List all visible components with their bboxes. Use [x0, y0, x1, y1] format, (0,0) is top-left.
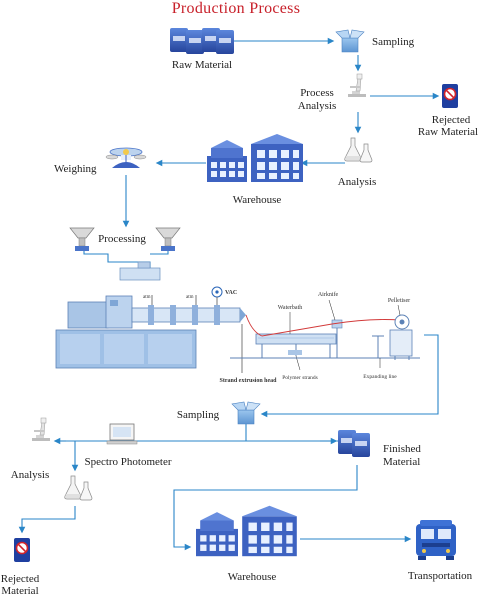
bag-icon: [338, 430, 370, 457]
vac-label: VAC: [225, 290, 237, 296]
rejected-top-label-2: Raw Material: [418, 126, 478, 138]
waterbath: [255, 333, 337, 358]
truck-icon: [416, 520, 456, 560]
waterbath-label: Waterbath: [278, 305, 303, 311]
process-analysis-label-2: Analysis: [298, 100, 337, 112]
transportation-label: Transportation: [408, 570, 473, 582]
finished-label-2: Material: [383, 456, 420, 468]
page-title: Production Process: [172, 0, 301, 17]
warehouse-icon: [207, 134, 303, 182]
rejected-bottom-label-2: Material: [1, 585, 38, 597]
hopper-icon: [155, 227, 181, 252]
expanding-line: [230, 335, 420, 359]
finished-label-1: Finished: [383, 443, 421, 455]
reject-icon: [13, 537, 31, 563]
open-box-icon: [335, 29, 365, 53]
analysis-bottom-label: Analysis: [11, 469, 50, 481]
spectro-label: Spectro Photometer: [84, 456, 171, 468]
weighing-label: Weighing: [54, 163, 97, 175]
warehouse-icon: [196, 505, 297, 557]
rejected-top-label-1: Rejected: [432, 114, 471, 126]
expanding-line-label: Expanding line: [363, 374, 397, 380]
scale-icon: [105, 147, 147, 168]
extruder-machine: atm atm: [55, 261, 246, 369]
bag-icon: [170, 28, 234, 54]
strand-head-label: Strand extrusion head: [219, 378, 277, 384]
pelletiser-label: Pelletiser: [388, 298, 410, 304]
process-analysis-label-1: Process: [300, 87, 334, 99]
polymer-strands-label: Polymer strands: [282, 375, 318, 381]
flask-icon: [64, 475, 93, 501]
hopper-icon: [69, 227, 95, 252]
svg-text:atm: atm: [143, 295, 151, 300]
airknife-label: Airknife: [318, 291, 339, 298]
open-box-icon: [231, 401, 261, 425]
warehouse-bottom-label: Warehouse: [228, 571, 277, 583]
raw-material-label: Raw Material: [172, 59, 232, 71]
microscope-icon: [347, 73, 367, 98]
processing-label: Processing: [98, 233, 146, 245]
sampling-top-label: Sampling: [372, 36, 415, 48]
flow-lines: [18, 37, 440, 551]
rejected-bottom-label-1: Rejected: [1, 573, 40, 585]
pelletiser: [389, 314, 413, 360]
polymer-strands: [245, 314, 401, 337]
sampling-bottom-label: Sampling: [177, 409, 220, 421]
svg-text:atm: atm: [186, 295, 194, 300]
flask-icon: [344, 137, 373, 163]
pelletiser-pointer: [397, 304, 401, 316]
reject-icon: [441, 83, 459, 109]
airknife-pointer: [328, 299, 336, 321]
computer-icon: [106, 423, 138, 445]
warehouse-top-label: Warehouse: [233, 194, 282, 206]
microscope-icon: [31, 417, 51, 442]
analysis-top-label: Analysis: [338, 176, 377, 188]
